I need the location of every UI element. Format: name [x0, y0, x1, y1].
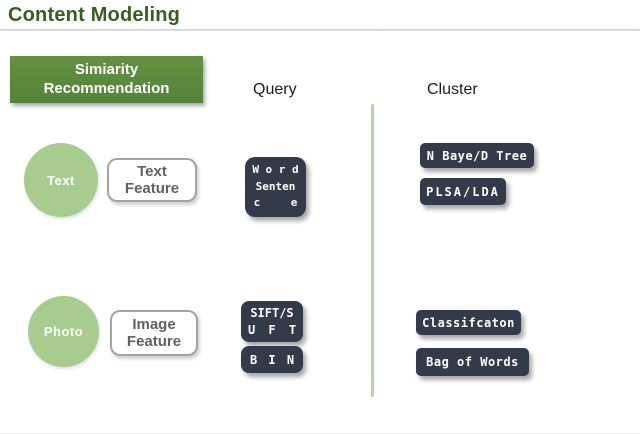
bag-of-words-box: Bag of Words [416, 348, 529, 376]
word-sentence-line-2: Senten [255, 179, 296, 193]
image-feature-line-1: Image [132, 315, 176, 333]
bin-box: B I N [241, 346, 303, 373]
photo-circle-label: Photo [43, 324, 84, 339]
photo-circle: Photo [28, 296, 99, 367]
classification-box: Classifcaton [416, 310, 521, 335]
text-feature-box: Text Feature [107, 158, 197, 202]
column-header-query: Query [253, 81, 297, 98]
sift-suft-line-1: SIFT/S [250, 305, 294, 320]
text-feature-line-1: Text [137, 162, 167, 180]
plsa-lda-box: PLSA/LDA [420, 178, 506, 205]
sift-suft-box: SIFT/S U F T [241, 301, 303, 342]
column-header-cluster: Cluster [427, 81, 478, 98]
image-feature-line-2: Feature [126, 333, 182, 350]
title-underline [0, 29, 640, 31]
text-feature-line-2: Feature [124, 180, 180, 197]
recommendation-line-1: Simiarity [74, 60, 139, 78]
n-baye-d-tree-box: N Baye/D Tree [420, 143, 534, 168]
page-title: Content Modeling [8, 4, 181, 26]
column-divider [371, 104, 374, 397]
recommendation-line-2: Recommendation [43, 79, 170, 97]
image-feature-box: Image Feature [110, 310, 198, 356]
word-sentence-line-1: W o r d [252, 163, 299, 177]
text-circle: Text [24, 143, 98, 217]
similarity-recommendation-box: Simiarity Recommendation [10, 56, 203, 103]
text-circle-label: Text [47, 172, 75, 188]
sift-suft-line-2: U F T [247, 322, 297, 337]
word-sentence-box: W o r d Senten c e [245, 157, 306, 217]
word-sentence-line-3: c e [253, 196, 298, 210]
